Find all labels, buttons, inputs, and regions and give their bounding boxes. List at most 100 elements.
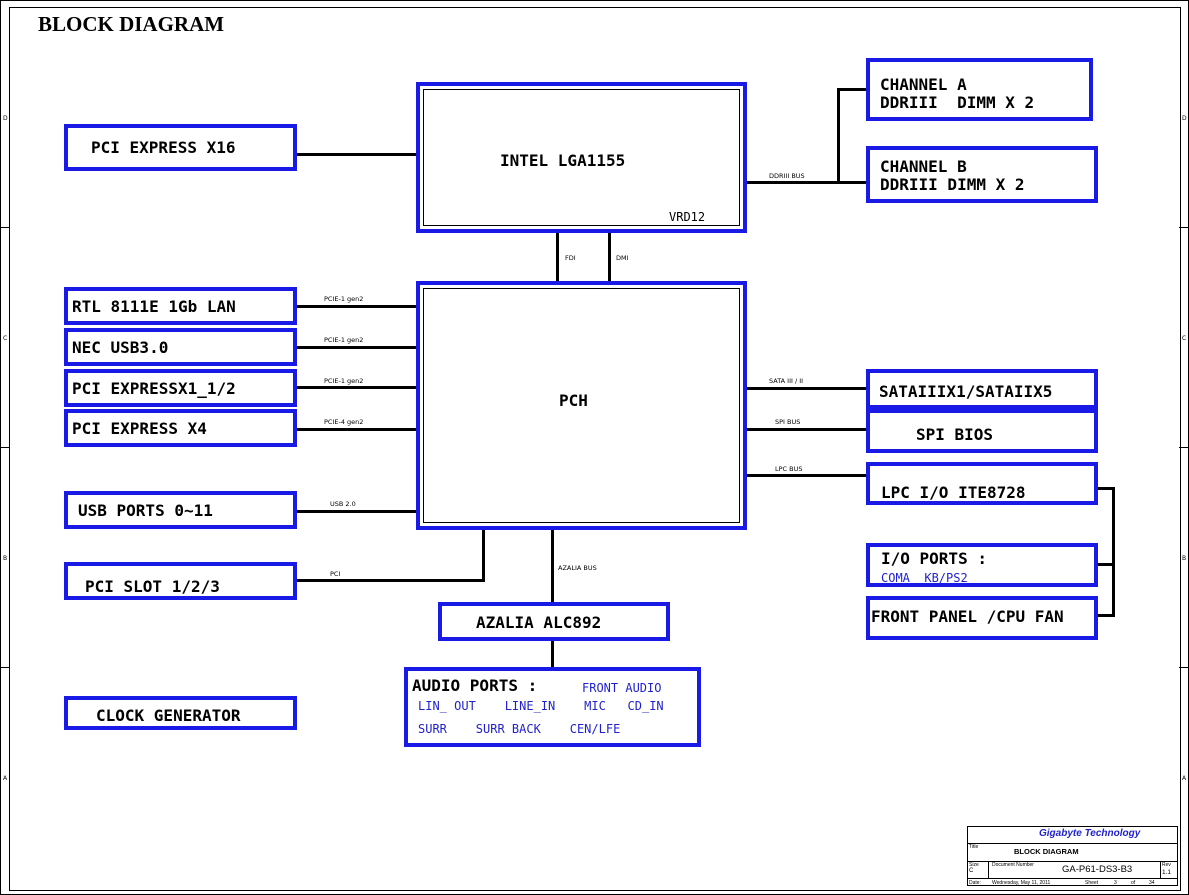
audio-ports-title: AUDIO PORTS : (412, 676, 538, 695)
dmi-wire (608, 231, 611, 283)
zone-tick (1179, 667, 1188, 668)
zone-letter-right: B (1182, 555, 1187, 562)
io-vertical-wire (1112, 487, 1115, 617)
title-field-label: Title (969, 844, 979, 850)
ddr-bus-vertical-wire (837, 88, 840, 184)
channel-b-block: CHANNEL B DDRIII DIMM X 2 (866, 146, 1098, 203)
zone-letter-left: C (3, 335, 8, 342)
azalia-bus-wire (551, 529, 554, 605)
dmi-label: DMI (616, 254, 629, 262)
title-block-divider (988, 861, 989, 878)
io-ports-label: I/O PORTS : (881, 549, 987, 568)
sata-bus-label: SATA III / II (769, 377, 804, 385)
doc-number-value: GA-P61-DS3-B3 (1062, 864, 1133, 875)
usb-wire (296, 510, 418, 513)
sheet-total: 34 (1149, 880, 1155, 886)
lpc-io-block: LPC I/O ITE8728 (866, 462, 1098, 505)
front-panel-label: FRONT PANEL /CPU FAN (871, 607, 1064, 626)
usb-ports-block: USB PORTS 0~11 (64, 491, 297, 529)
rev-label: Rev (1162, 862, 1171, 868)
date-label: Date: (969, 880, 981, 886)
pci-bus-label: PCI (330, 570, 341, 578)
size-field-label: Size (969, 862, 979, 868)
pcie-x16-label: PCI EXPRESS X16 (91, 138, 236, 157)
fdi-label: FDI (565, 254, 576, 262)
sheet-value: 3 (1114, 880, 1117, 886)
audio-ports-row1: LIN_ OUT LINE_IN MIC CD_IN (418, 699, 664, 713)
usb-bus-label: USB 2.0 (330, 500, 356, 508)
io-ports-detail: COMA KB/PS2 (881, 571, 968, 585)
spi-bios-label: SPI BIOS (916, 425, 994, 444)
azalia-codec-label: AZALIA ALC892 (476, 613, 602, 632)
ddr-bus-wire (746, 181, 868, 184)
zone-tick (0, 667, 9, 668)
cpu-block: INTEL LGA1155 VRD12 (416, 82, 747, 233)
pcie-x4-block: PCI EXPRESS X4 (64, 409, 297, 447)
lan-block: RTL 8111E 1Gb LAN (64, 287, 297, 325)
title-block-divider (968, 861, 1178, 862)
zone-letter-left: B (3, 555, 8, 562)
sheet-of-label: of (1131, 880, 1136, 886)
zone-letter-left: A (3, 775, 8, 782)
sheet-inner-border (9, 7, 1181, 891)
sata-label: SATAIIIX1/SATAIIX5 (879, 382, 1053, 401)
spi-bus-label: SPI BUS (775, 418, 801, 426)
lpc-bus-label: LPC BUS (775, 465, 803, 473)
audio-ports-block: AUDIO PORTS : FRONT AUDIO LIN_ OUT LINE_… (404, 667, 701, 747)
spi-bios-block: SPI BIOS (866, 409, 1098, 453)
channel-a-dimm-label: DDRIII DIMM X 2 (880, 93, 1035, 112)
pcie-x4-wire (296, 428, 418, 431)
clock-generator-label: CLOCK GENERATOR (96, 706, 241, 725)
usb3-bus-label: PCIE-1 gen2 (324, 336, 364, 344)
zone-letter-right: D (1182, 115, 1187, 122)
front-panel-wire (1096, 614, 1114, 617)
front-panel-block: FRONT PANEL /CPU FAN (866, 596, 1098, 640)
usb-ports-label: USB PORTS 0~11 (78, 501, 213, 520)
pci-wire (296, 579, 485, 582)
pch-label: PCH (559, 391, 588, 410)
zone-letter-right: C (1182, 335, 1187, 342)
io-ports-wire (1096, 563, 1114, 566)
size-field-value: C (969, 868, 974, 874)
fdi-wire (556, 231, 559, 283)
vrd-label: VRD12 (669, 210, 706, 224)
pcie-x4-bus-label: PCIE-4 gen2 (324, 418, 364, 426)
usb3-wire (296, 346, 418, 349)
ddr-channel-a-wire (837, 88, 868, 91)
pcie-x16-wire (296, 153, 418, 156)
pci-slot-block: PCI SLOT 1/2/3 (64, 562, 297, 600)
title-field-value: BLOCK DIAGRAM (1014, 847, 1079, 856)
sata-block: SATAIIIX1/SATAIIX5 (866, 369, 1098, 409)
zone-letter-right: A (1182, 775, 1187, 782)
clock-generator-block: CLOCK GENERATOR (64, 696, 297, 730)
zone-letter-left: D (3, 115, 8, 122)
title-block-divider (968, 878, 1178, 879)
pcie-x1-bus-label: PCIE-1 gen2 (324, 377, 364, 385)
channel-b-label: CHANNEL B (880, 157, 967, 176)
pch-inner-outline (423, 288, 740, 523)
pci-vertical-wire (482, 529, 485, 582)
cpu-inner-outline (423, 89, 740, 226)
lpc-io-wire (1096, 487, 1114, 490)
pcie-x16-block: PCI EXPRESS X16 (64, 124, 297, 171)
pcie-x4-label: PCI EXPRESS X4 (72, 419, 207, 438)
pcie-x1-wire (296, 386, 418, 389)
cpu-label: INTEL LGA1155 (500, 151, 626, 170)
date-value: Wednesday, May 11, 2011 (992, 880, 1051, 886)
lan-bus-label: PCIE-1 gen2 (324, 295, 364, 303)
doc-number-label: Document Number (992, 862, 1034, 868)
channel-a-block: CHANNEL A DDRIII DIMM X 2 (866, 58, 1093, 121)
zone-tick (1179, 227, 1188, 228)
azalia-codec-block: AZALIA ALC892 (438, 602, 670, 641)
usb3-block: NEC USB3.0 (64, 328, 297, 366)
azalia-bus-label: AZALIA BUS (558, 564, 597, 572)
rev-value: 1.1 (1162, 869, 1172, 876)
pcie-x1-label: PCI EXPRESSX1_1/2 (72, 379, 236, 398)
usb3-label: NEC USB3.0 (72, 338, 169, 357)
title-block-divider (968, 843, 1178, 844)
io-ports-block: I/O PORTS : COMA KB/PS2 (866, 543, 1098, 587)
pcie-x1-block: PCI EXPRESSX1_1/2 (64, 369, 297, 407)
lan-wire (296, 305, 418, 308)
pch-block: PCH (416, 281, 747, 530)
zone-tick (0, 447, 9, 448)
